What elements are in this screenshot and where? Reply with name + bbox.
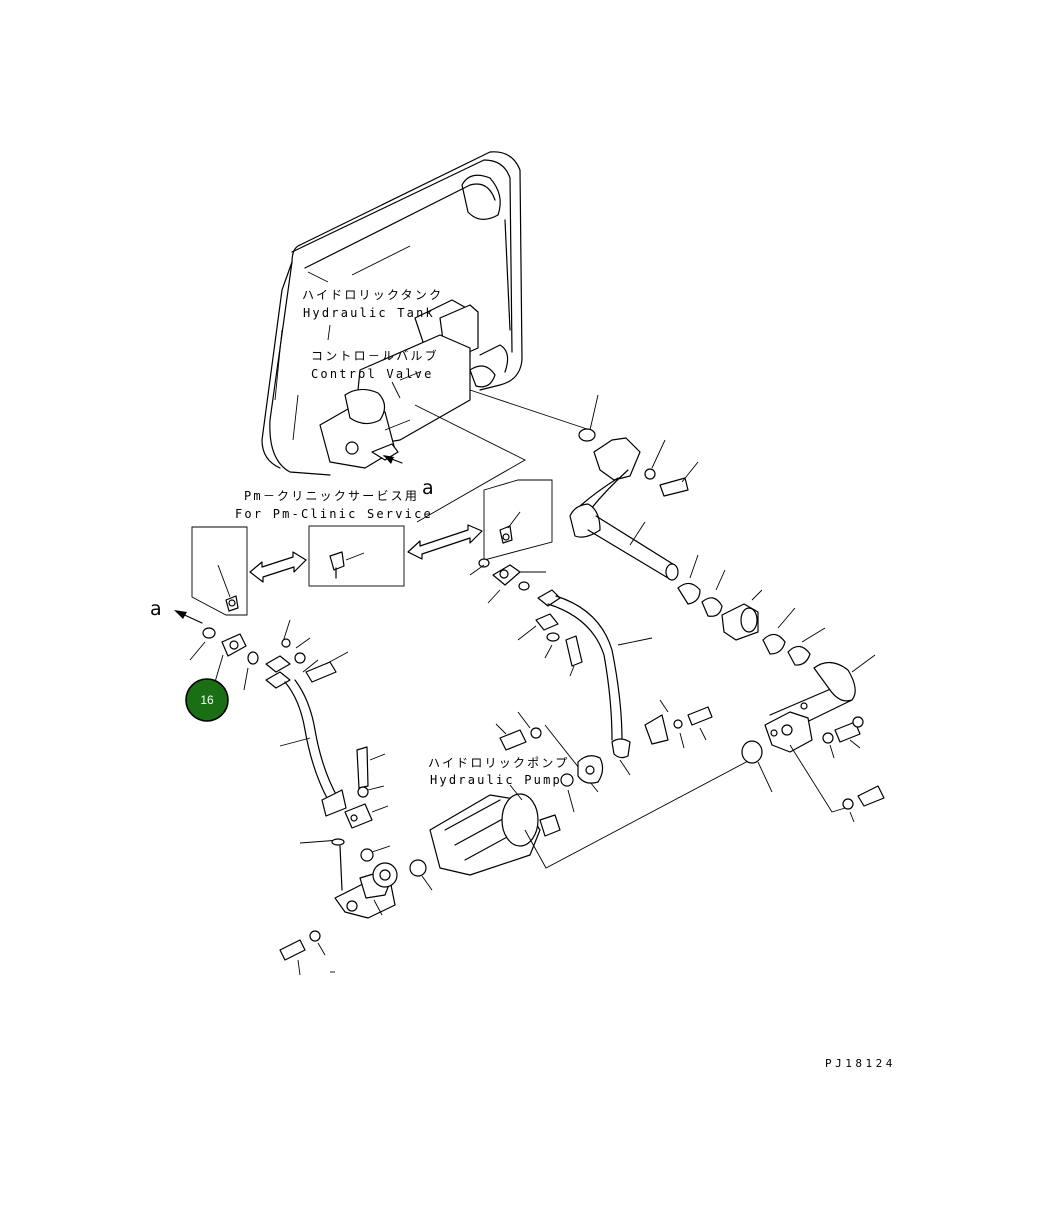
view-arrow-left: a — [150, 598, 203, 624]
tank-label-en: Hydraulic Tank — [303, 306, 435, 320]
view-arrow-upper: a — [383, 455, 434, 499]
callout-badge[interactable]: 16 — [185, 678, 229, 722]
hydraulic-pump — [409, 773, 575, 891]
double-arrow-right — [407, 524, 483, 560]
pump-label-en: Hydraulic Pump — [430, 773, 562, 787]
drawing-code: PJ18124 — [825, 1057, 896, 1070]
view-mark-left: a — [150, 598, 162, 620]
view-mark-upper: a — [422, 477, 434, 499]
left-hose-assembly — [265, 619, 389, 829]
valve-label-jp: コントロ－ルバルブ — [311, 348, 439, 363]
double-arrow-left — [249, 551, 307, 583]
pmclinic-label-jp: Pm－クリニックサービス用 — [244, 489, 419, 503]
detail-box-left — [191, 526, 248, 616]
control-valve — [319, 299, 509, 469]
valve-label-en: Control Valve — [311, 367, 434, 381]
bottom-left-flange — [279, 838, 398, 976]
hydraulic-tank — [261, 151, 523, 476]
pump-fittings — [495, 711, 604, 784]
center-hose-assembly — [517, 589, 713, 776]
callout-circle[interactable] — [185, 678, 229, 722]
left-fitting-parts — [189, 627, 259, 691]
pmclinic-label-en: For Pm-Clinic Service — [235, 507, 433, 521]
pmclinic-fitting-right — [469, 558, 546, 604]
right-pipe-assembly — [569, 394, 885, 823]
detail-box-center — [308, 525, 405, 587]
detail-box-right — [483, 479, 553, 561]
tank-label-jp: ハイドロリックタンク — [302, 288, 443, 302]
callout-number[interactable]: 16 — [200, 693, 214, 707]
pump-label-jp: ハイドロリックポンプ — [428, 756, 569, 770]
